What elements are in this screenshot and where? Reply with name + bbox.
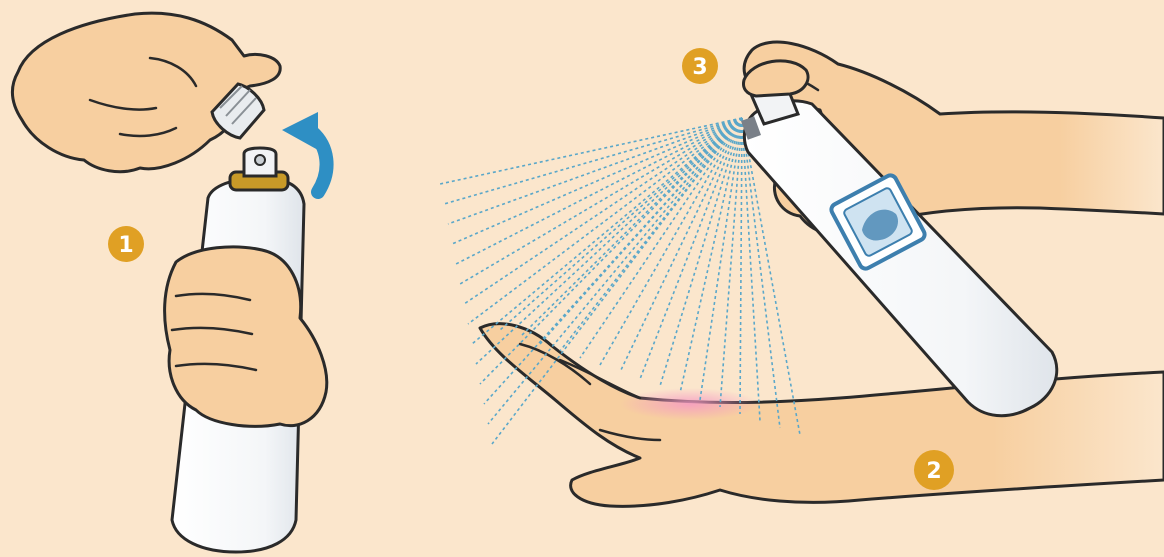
spray-ray — [460, 118, 742, 284]
step-2-3-scene: 3 2 — [440, 42, 1164, 506]
spray-ray — [488, 118, 742, 424]
spray-ray — [680, 118, 742, 393]
spray-ray — [720, 118, 742, 407]
step-1-scene: 1 — [12, 13, 326, 552]
spray-ray — [456, 118, 742, 264]
spray-ray — [472, 118, 742, 344]
spray-ray — [476, 118, 742, 364]
spray-ray — [740, 118, 742, 414]
hand-icon — [480, 324, 1164, 507]
spray-ray — [440, 118, 742, 184]
step-3-number: 3 — [692, 55, 707, 80]
step-1-number: 1 — [118, 233, 133, 258]
step-2-badge: 2 — [914, 450, 954, 490]
spray-ray — [640, 118, 742, 379]
spray-ray — [540, 118, 742, 344]
spray-ray — [464, 118, 742, 304]
step-2-number: 2 — [926, 459, 941, 484]
step-3-badge: 3 — [682, 48, 718, 84]
spray-ray — [452, 118, 742, 244]
step-1-badge: 1 — [108, 226, 144, 262]
